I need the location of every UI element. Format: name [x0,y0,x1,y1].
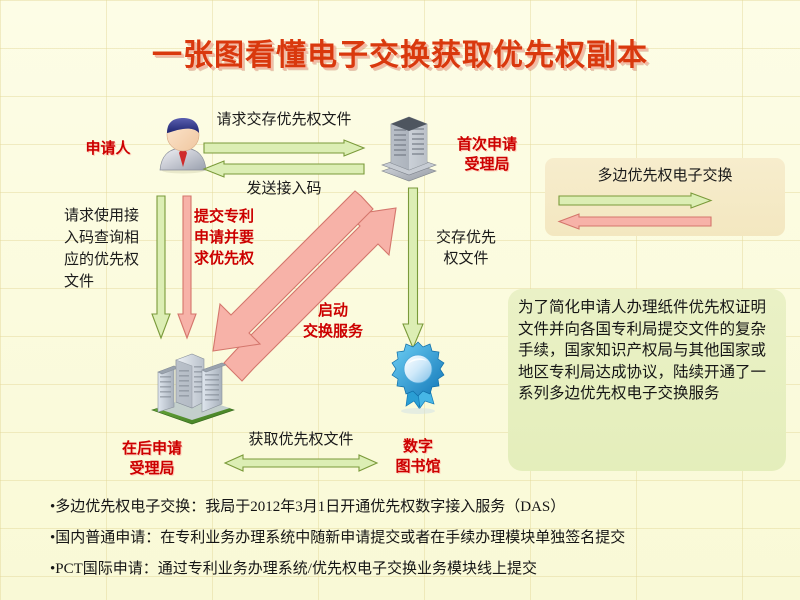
start-exchange-line2: 交换服务 [302,322,363,340]
award-ribbon-icon [391,341,445,414]
info-box-text: 为了简化申请人办理纸件优先权证明文件并向各国专利局提交文件的复杂手续，国家知识产… [518,299,767,402]
arrow-send-access-code [202,160,365,178]
label-submit-application: 提交专利申请并要求优先权 [194,207,255,267]
label-deposit-priority: 交存优先 权文件 [428,228,504,270]
legend-green-arrow [558,192,713,209]
legend-box: 多边优先权电子交换 [545,158,785,236]
later-office-icon [146,352,238,425]
first-office-line1: 首次申请 [456,135,517,153]
first-office-line2: 受理局 [464,155,510,173]
office-buildings-icon [151,353,235,425]
page-title: 一张图看懂电子交换获取优先权副本 [152,38,648,73]
person-icon [159,118,207,174]
office-building-icon [381,116,437,182]
label-query-with-code: 请求使用接入码查询相应的优先权文件 [64,208,140,290]
arrow-start-exchange-up [218,196,398,382]
arrow-start-exchange-down [205,190,385,381]
label-later-office: 在后申请 受理局 [92,438,212,478]
later-office-line2: 受理局 [129,459,175,477]
deposit-priority-line2: 权文件 [443,251,489,267]
legend-red-arrow [557,213,712,230]
label-send-access-code: 发送接入码 [246,181,322,197]
legend-title: 多边优先权电子交换 [597,168,733,184]
library-line2: 图书馆 [395,457,441,475]
label-obtain-priority: 获取优先权文件 [248,432,354,448]
bullet-marker: • [50,561,56,577]
label-applicant: 申请人 [65,138,151,158]
applicant-icon [155,115,211,174]
arrow-submit-application [177,195,197,340]
arrow-request-deposit [203,139,366,157]
arrow-query-with-code [151,195,171,340]
label-first-office: 首次申请 受理局 [432,134,542,174]
arrow-obtain-priority [223,454,379,472]
applicant-label: 申请人 [85,139,131,157]
info-box: 为了简化申请人办理纸件优先权证明文件并向各国专利局提交文件的复杂手续，国家知识产… [508,289,786,471]
library-line1: 数字 [402,437,433,455]
bullet-marker: • [50,530,56,546]
later-office-line1: 在后申请 [121,439,182,457]
list-item: •国内普通申请：在专利业务办理系统中随新申请提交或者在手续办理模块单独签名提交 [50,523,770,554]
label-start-exchange: 启动 交换服务 [288,300,378,342]
list-item: •多边优先权电子交换：我局于2012年3月1日开通优先权数字接入服务（DAS） [50,492,770,523]
label-request-deposit: 请求交存优先权文件 [216,112,352,128]
bullet-marker: • [50,499,56,515]
arrow-deposit-priority [402,187,424,350]
label-library: 数字 图书馆 [368,436,468,476]
list-item: •PCT国际申请：通过专利业务办理系统/优先权电子交换业务模块线上提交 [50,554,770,585]
deposit-priority-line1: 交存优先 [435,230,496,246]
bullet-text: 多边优先权电子交换：我局于2012年3月1日开通优先权数字接入服务（DAS） [55,499,566,515]
bullet-text: 国内普通申请：在专利业务办理系统中随新申请提交或者在手续办理模块单独签名提交 [55,530,626,546]
bullet-list: •多边优先权电子交换：我局于2012年3月1日开通优先权数字接入服务（DAS） … [50,492,770,585]
start-exchange-line1: 启动 [317,301,348,319]
library-icon [389,340,447,414]
bullet-text: PCT国际申请：通过专利业务办理系统/优先权电子交换业务模块线上提交 [55,561,537,577]
first-office-icon [378,115,440,182]
